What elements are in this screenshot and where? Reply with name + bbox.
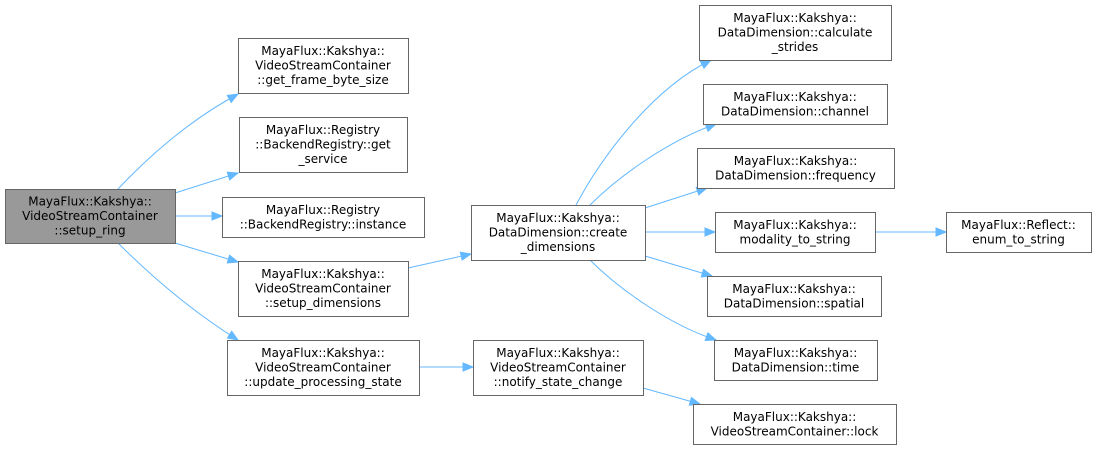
call-edge: [644, 255, 713, 277]
node-label: MayaFlux::Kakshya::: [28, 195, 152, 209]
node-label: DataDimension::create: [489, 226, 628, 240]
node-label: ::BackendRegistry::get: [255, 138, 391, 152]
arrowhead-icon: [462, 362, 475, 372]
node-label: ::setup_ring: [54, 224, 125, 238]
node-label: MayaFlux::Kakshya::: [733, 90, 857, 104]
node-box: [699, 5, 892, 61]
node-label: MayaFlux::Kakshya::: [734, 154, 858, 168]
node-box: [715, 212, 876, 253]
node-box: [5, 189, 176, 244]
node-box: [703, 84, 888, 125]
node-get-service[interactable]: MayaFlux::Registry::BackendRegistry::get…: [239, 117, 408, 173]
node-box: [946, 212, 1092, 253]
arrowhead-icon: [935, 227, 948, 237]
arrowhead-icon: [459, 251, 473, 261]
node-label: MayaFlux::Kakshya::: [733, 11, 857, 25]
node-modality-to-string[interactable]: MayaFlux::Kakshya::modality_to_string: [715, 212, 876, 253]
node-label: MayaFlux::Kakshya::: [261, 267, 385, 281]
node-box: [227, 340, 420, 396]
arrowhead-icon: [704, 227, 717, 237]
node-spatial[interactable]: MayaFlux::Kakshya::DataDimension::spatia…: [707, 276, 882, 317]
node-box: [697, 148, 895, 189]
node-instance[interactable]: MayaFlux::Registry::BackendRegistry::ins…: [222, 197, 425, 238]
arrowhead-icon: [226, 254, 240, 264]
node-label: VideoStreamContainer: [22, 209, 158, 223]
node-channel[interactable]: MayaFlux::Kakshya::DataDimension::channe…: [703, 84, 888, 125]
call-edge: [644, 187, 708, 209]
node-label: MayaFlux::Kakshya::: [732, 282, 856, 296]
node-label: MayaFlux::Registry: [266, 123, 380, 137]
node-notify-state-change[interactable]: MayaFlux::Kakshya::VideoStreamContainer:…: [473, 340, 644, 396]
arrowhead-icon: [211, 211, 224, 221]
node-box: [238, 38, 409, 94]
call-edge: [589, 259, 717, 341]
node-label: ::notify_state_change: [494, 375, 623, 389]
node-setup-ring[interactable]: MayaFlux::Kakshya::VideoStreamContainer:…: [5, 189, 176, 244]
node-label: _dimensions: [520, 240, 595, 254]
node-label: enum_to_string: [972, 232, 1065, 246]
node-box: [239, 117, 408, 173]
node-label: ::BackendRegistry::instance: [240, 217, 407, 231]
node-label: MayaFlux::Kakshya::: [496, 211, 620, 225]
node-label: _service: [298, 152, 348, 166]
node-label: MayaFlux::Kakshya::: [733, 410, 857, 424]
node-get-frame-byte-size[interactable]: MayaFlux::Kakshya::VideoStreamContainer:…: [238, 38, 409, 94]
node-label: MayaFlux::Kakshya::: [261, 346, 385, 360]
node-label: DataDimension::time: [732, 360, 860, 374]
node-calculate-strides[interactable]: MayaFlux::Kakshya::DataDimension::calcul…: [699, 5, 892, 61]
node-lock[interactable]: MayaFlux::Kakshya::VideoStreamContainer:…: [693, 404, 897, 445]
call-edge: [117, 242, 239, 341]
node-label: DataDimension::frequency: [715, 168, 876, 182]
node-label: modality_to_string: [740, 232, 851, 246]
node-label: ::update_processing_state: [244, 375, 401, 389]
node-label: MayaFlux::Kakshya::: [734, 346, 858, 360]
node-box: [473, 340, 644, 396]
call-edge: [575, 59, 712, 206]
arrowhead-icon: [226, 330, 240, 341]
node-label: VideoStreamContainer::lock: [711, 424, 879, 438]
nodes: MayaFlux::Kakshya::VideoStreamContainer:…: [5, 5, 1092, 445]
node-label: MayaFlux::Kakshya::: [261, 44, 385, 58]
node-label: VideoStreamContainer: [255, 282, 391, 296]
node-label: MayaFlux::Reflect::: [961, 218, 1076, 232]
node-box: [693, 404, 897, 445]
node-label: MayaFlux::Kakshya::: [733, 218, 857, 232]
call-edge: [174, 242, 239, 263]
node-label: DataDimension::channel: [721, 104, 869, 118]
node-label: VideoStreamContainer: [255, 361, 391, 375]
edges: [117, 59, 948, 406]
node-box: [471, 205, 646, 261]
node-time[interactable]: MayaFlux::Kakshya::DataDimension::time: [714, 340, 878, 381]
node-box: [238, 261, 409, 317]
arrowhead-icon: [688, 396, 702, 406]
call-edge: [174, 172, 239, 194]
arrowhead-icon: [704, 332, 718, 341]
node-label: ::setup_dimensions: [265, 296, 381, 310]
call-edge: [407, 253, 472, 269]
node-enum-to-string[interactable]: MayaFlux::Reflect::enum_to_string: [946, 212, 1092, 253]
node-create-dimensions[interactable]: MayaFlux::Kakshya::DataDimension::create…: [471, 205, 646, 261]
call-edge: [117, 93, 239, 190]
node-update-processing-state[interactable]: MayaFlux::Kakshya::VideoStreamContainer:…: [227, 340, 420, 396]
node-label: DataDimension::spatial: [724, 296, 864, 310]
node-label: VideoStreamContainer: [255, 59, 391, 73]
node-box: [707, 276, 882, 317]
arrowhead-icon: [700, 268, 714, 278]
node-setup-dimensions[interactable]: MayaFlux::Kakshya::VideoStreamContainer:…: [238, 261, 409, 317]
node-label: MayaFlux::Kakshya::: [496, 346, 620, 360]
node-label: _strides: [771, 40, 818, 54]
node-box: [222, 197, 425, 238]
node-label: ::get_frame_byte_size: [257, 73, 388, 87]
node-label: MayaFlux::Registry: [266, 203, 380, 217]
call-edge: [589, 123, 717, 206]
node-box: [714, 340, 878, 381]
node-label: VideoStreamContainer: [490, 361, 626, 375]
node-frequency[interactable]: MayaFlux::Kakshya::DataDimension::freque…: [697, 148, 895, 189]
arrowhead-icon: [699, 59, 713, 70]
node-label: DataDimension::calculate: [718, 26, 873, 40]
arrowhead-icon: [226, 171, 240, 181]
arrowhead-icon: [226, 93, 240, 104]
